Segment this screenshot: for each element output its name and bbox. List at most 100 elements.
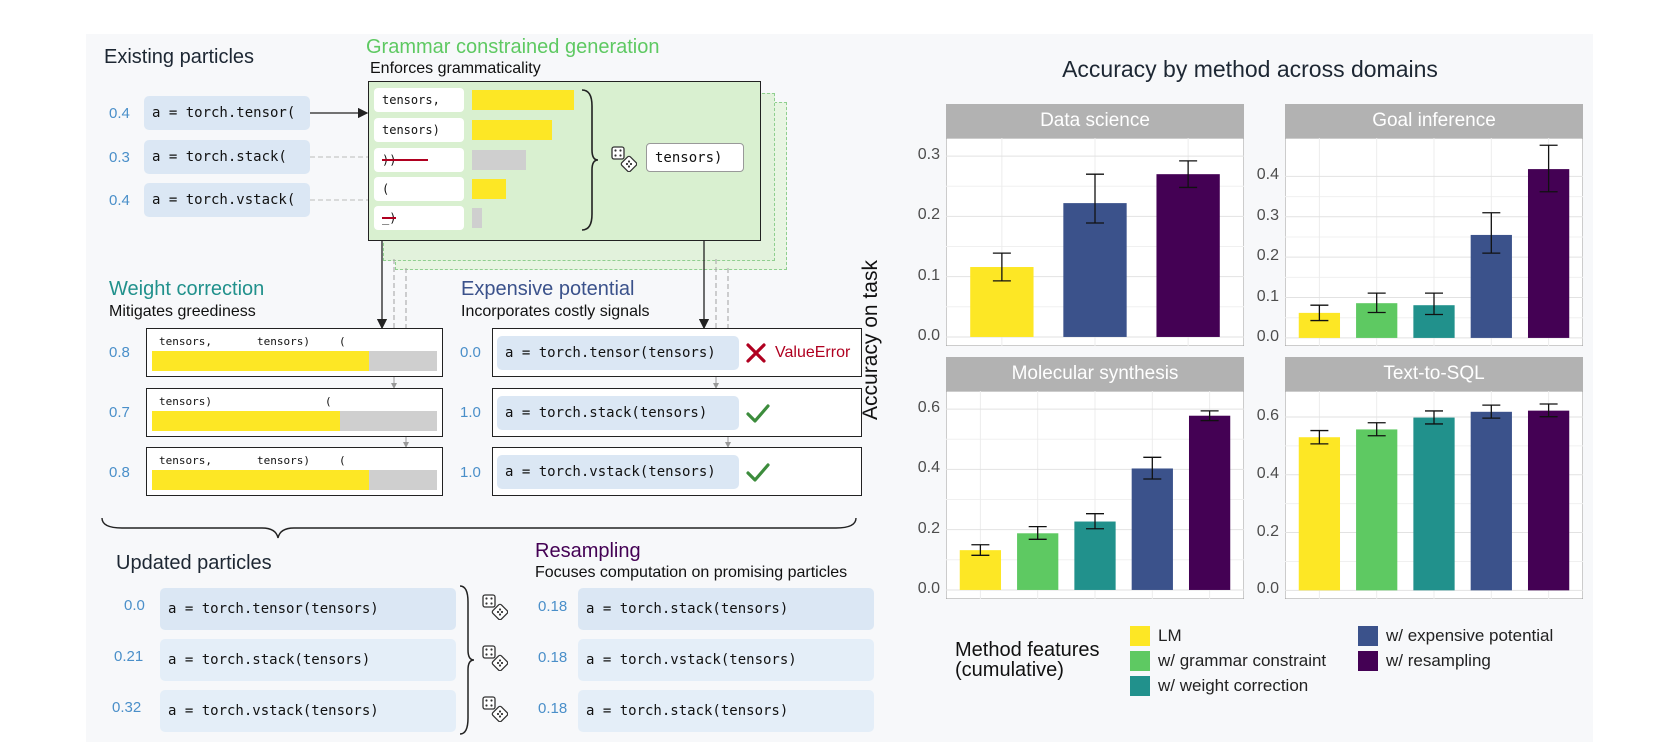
row-weight: 0.18 xyxy=(538,700,568,717)
prob-bar-masked xyxy=(472,208,482,228)
particle-weight: 0.4 xyxy=(109,105,130,122)
token-label: tensors, xyxy=(159,454,212,467)
legend-label: w/ weight correction xyxy=(1158,676,1309,695)
legend-swatch xyxy=(1358,626,1378,646)
legend-title: Method features (cumulative) xyxy=(955,639,1100,681)
row-weight: 0.32 xyxy=(112,699,142,716)
dice-icon xyxy=(482,645,508,671)
facet-plot xyxy=(1285,391,1583,599)
row-weight: 0.8 xyxy=(109,464,130,481)
token-label: ( xyxy=(339,335,346,348)
token-label: tensors) xyxy=(257,454,310,467)
resampling-subtitle: Focuses computation on promising particl… xyxy=(535,564,848,581)
bar xyxy=(1156,174,1220,337)
bar xyxy=(1470,411,1512,591)
bar xyxy=(1356,429,1398,591)
particle-weight: 0.4 xyxy=(109,192,130,209)
row-code: a = torch.stack(tensors) xyxy=(578,588,874,630)
expensive-row-box: a = torch.vstack(tensors) xyxy=(492,447,862,496)
chart-title: Accuracy by method across domains xyxy=(1062,56,1438,82)
y-tick-label: 0.0 xyxy=(917,579,940,597)
facet-title: Goal inference xyxy=(1285,104,1583,138)
particle-code: a = torch.stack( xyxy=(144,140,310,174)
y-axis-label: Accuracy on task xyxy=(859,260,882,420)
y-tick-label: 0.4 xyxy=(917,459,940,477)
token-candidate-rejected: _) xyxy=(374,206,464,230)
grammar-subtitle: Enforces grammaticality xyxy=(370,60,541,77)
token-label: tensors) xyxy=(257,335,310,348)
y-tick-label: 0.3 xyxy=(1256,206,1279,224)
strike-line xyxy=(382,217,396,219)
dice-icon xyxy=(611,146,637,172)
y-tick-label: 0.3 xyxy=(917,146,940,164)
grammar-title: Grammar constrained generation xyxy=(366,36,660,58)
weight-bar xyxy=(152,411,437,431)
bar xyxy=(1527,169,1570,338)
facet-plot xyxy=(1285,138,1583,346)
token-label: ( xyxy=(325,395,332,408)
row-weight: 0.0 xyxy=(124,597,145,614)
prob-bar xyxy=(472,90,574,110)
row-code: a = torch.vstack(tensors) xyxy=(578,639,874,681)
particle-code: a = torch.tensor( xyxy=(144,96,310,130)
weight-row-box: tensors) ( xyxy=(146,388,443,437)
weight-bar-fill xyxy=(152,411,340,431)
facet-plot xyxy=(946,138,1244,346)
strike-line xyxy=(382,159,428,161)
row-code: a = torch.stack(tensors) xyxy=(497,396,739,430)
legend-swatch xyxy=(1130,676,1150,696)
token-candidate-rejected: )) xyxy=(374,148,464,172)
weight-bar-rest xyxy=(369,470,437,490)
expensive-potential-subtitle: Incorporates costly signals xyxy=(461,303,650,320)
prob-bar xyxy=(472,120,552,140)
token-candidate: ( xyxy=(374,177,464,201)
prob-bar xyxy=(472,179,506,199)
y-tick-label: 0.2 xyxy=(1256,522,1279,540)
y-tick-label: 0.6 xyxy=(917,399,940,417)
y-tick-label: 0.4 xyxy=(1256,464,1279,482)
row-code: a = torch.tensor(tensors) xyxy=(497,336,739,370)
legend-label: w/ expensive potential xyxy=(1386,626,1554,645)
row-weight: 0.18 xyxy=(538,598,568,615)
token-label: tensors, xyxy=(159,335,212,348)
token-label: tensors) xyxy=(159,395,212,408)
row-weight: 0.8 xyxy=(109,344,130,361)
facet-plot xyxy=(946,391,1244,599)
row-code: a = torch.vstack(tensors) xyxy=(497,455,739,489)
bar xyxy=(1017,533,1059,590)
row-weight: 0.21 xyxy=(114,648,144,665)
token-candidate: tensors) xyxy=(374,118,464,142)
row-weight: 1.0 xyxy=(460,464,481,481)
legend-swatch xyxy=(1358,651,1378,671)
weight-bar-fill xyxy=(152,470,369,490)
weight-correction-title: Weight correction xyxy=(109,278,265,300)
bar xyxy=(1131,468,1173,590)
weight-bar-rest xyxy=(340,411,437,431)
prob-bar-masked xyxy=(472,150,526,170)
legend-label: LM xyxy=(1158,626,1182,645)
row-weight: 1.0 xyxy=(460,404,481,421)
bar xyxy=(1413,417,1455,591)
legend-swatch xyxy=(1130,651,1150,671)
y-tick-label: 0.1 xyxy=(1256,287,1279,305)
bar xyxy=(1298,437,1341,591)
bar xyxy=(1188,415,1231,590)
row-code: a = torch.stack(tensors) xyxy=(160,639,456,681)
row-weight: 0.7 xyxy=(109,404,130,421)
sampled-token: tensors) xyxy=(646,143,744,172)
y-tick-label: 0.1 xyxy=(917,266,940,284)
weight-row-box: tensors, tensors) ( xyxy=(146,328,443,377)
error-label: ValueError xyxy=(775,344,851,361)
weight-bar-fill xyxy=(152,351,369,371)
y-tick-label: 0.2 xyxy=(1256,247,1279,265)
y-tick-label: 0.6 xyxy=(1256,407,1279,424)
y-tick-label: 0.0 xyxy=(1256,580,1279,598)
bar xyxy=(959,550,1002,590)
dice-icon xyxy=(482,696,508,722)
row-weight: 0.0 xyxy=(460,344,481,361)
row-code: a = torch.stack(tensors) xyxy=(578,690,874,732)
weight-bar-rest xyxy=(369,351,437,371)
